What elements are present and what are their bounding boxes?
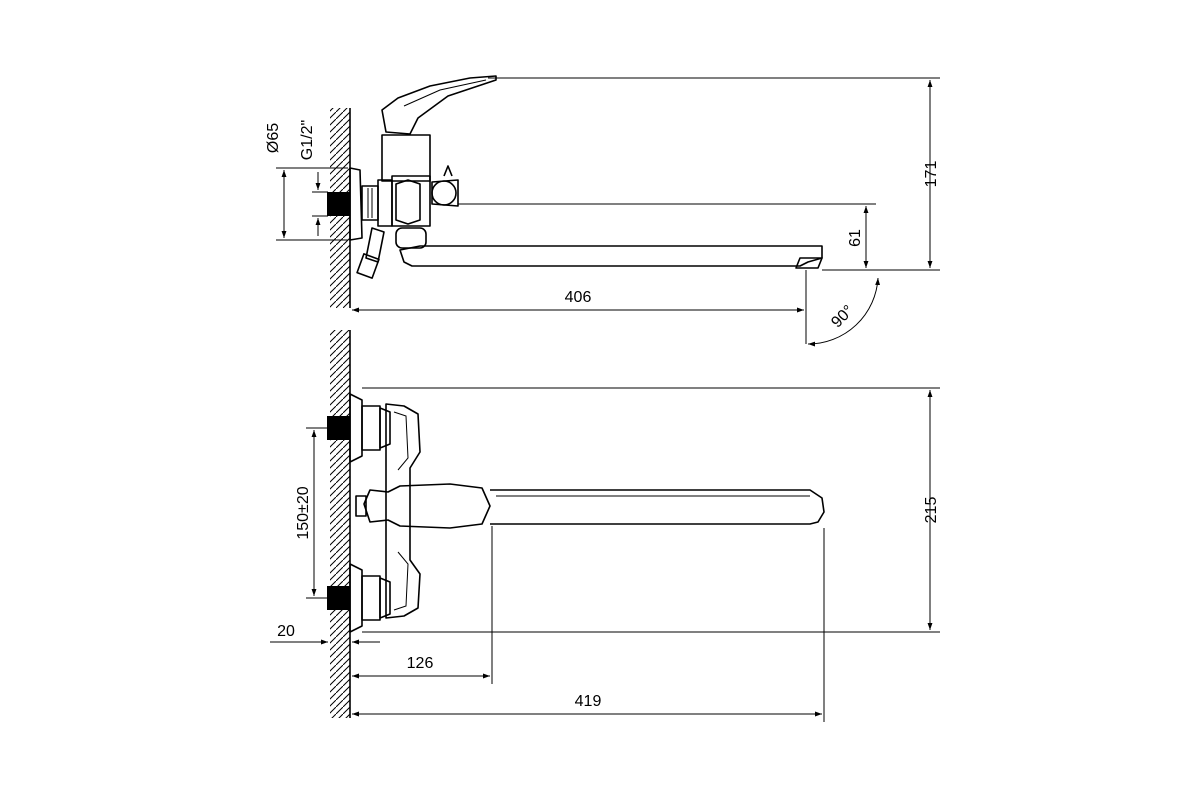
wall-offset-label: 20 <box>277 623 295 640</box>
dimension-215-label: 215 <box>923 497 940 524</box>
dimension-g12: G1/2" <box>299 120 328 236</box>
thread-size-label: G1/2" <box>299 120 316 160</box>
dimension-61-label: 61 <box>847 229 864 247</box>
body-depth-label: 126 <box>407 655 434 672</box>
eccentric-connector-side <box>361 179 393 227</box>
dimension-215: 215 <box>362 387 940 633</box>
lever-handle-side <box>381 75 497 135</box>
mixer-body-side <box>381 134 459 227</box>
dimension-126: 126 <box>352 526 493 684</box>
lever-handle-top <box>355 483 491 529</box>
dimension-171: 171 <box>488 77 940 271</box>
diverter-side <box>356 227 427 279</box>
wall-connection-lower <box>327 563 391 633</box>
swivel-angle-90: 90° <box>807 277 881 347</box>
dimension-171-label: 171 <box>923 161 940 188</box>
dimension-150: 150±20 <box>295 427 328 599</box>
swivel-angle-label: 90° <box>828 302 857 331</box>
dimension-419: 419 <box>352 528 825 722</box>
wall-connection-upper <box>327 393 391 463</box>
top-view: 150±20 215 20 126 419 <box>270 330 940 722</box>
dimension-61: 61 <box>458 203 876 268</box>
side-view: 171 61 406 90° Ø65 <box>265 75 940 347</box>
flange-diameter-label: Ø65 <box>265 123 282 153</box>
dimension-406: 406 <box>352 270 807 344</box>
dimension-d65: Ø65 <box>265 123 348 241</box>
mixer-body-top <box>385 403 421 619</box>
spout-top <box>490 489 825 525</box>
overall-reach-label: 419 <box>575 693 602 710</box>
center-distance-label: 150±20 <box>295 486 312 539</box>
wall-top <box>330 330 351 718</box>
wall-flange-side <box>327 167 363 241</box>
spout-side <box>399 245 823 269</box>
dimension-406-label: 406 <box>565 289 592 306</box>
dimension-20: 20 <box>270 623 380 645</box>
